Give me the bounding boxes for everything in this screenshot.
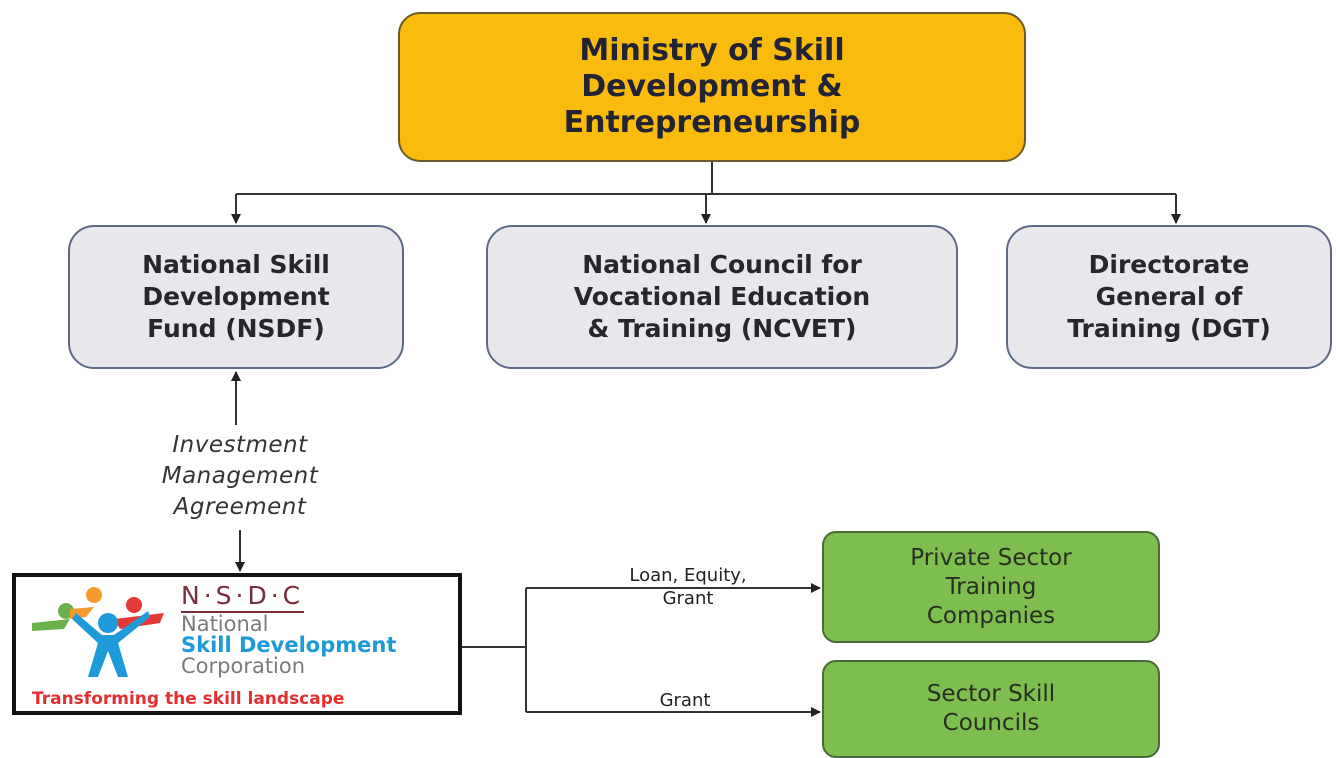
- ncvet-box: National Council for Vocational Educatio…: [486, 225, 958, 369]
- nsdf-box: National Skill Development Fund (NSDF): [68, 225, 404, 369]
- grant-label: Grant: [659, 690, 711, 711]
- nsdc-box: N·S·D·C National Skill Development Corpo…: [12, 573, 462, 715]
- nsdc-name-line1: National: [181, 612, 269, 636]
- nsdc-name-line3: Corporation: [181, 654, 306, 678]
- agreement-label: Investment Management Agreement: [161, 432, 319, 520]
- nsdc-name-line2: Skill Development: [181, 633, 397, 657]
- nsdc-tagline: Transforming the skill landscape: [32, 689, 345, 709]
- sector-skill-box: Sector Skill Councils: [822, 660, 1160, 758]
- nsdc-logo-icon: [32, 587, 164, 677]
- dgt-box: Directorate General of Training (DGT): [1006, 225, 1332, 369]
- ministry-box: Ministry of Skill Development & Entrepre…: [398, 12, 1026, 162]
- nsdc-abbreviation: N·S·D·C: [181, 581, 305, 613]
- private-sector-box: Private Sector Training Companies: [822, 531, 1160, 643]
- loan-equity-grant-label: Loan, Equity, Grant: [629, 565, 747, 609]
